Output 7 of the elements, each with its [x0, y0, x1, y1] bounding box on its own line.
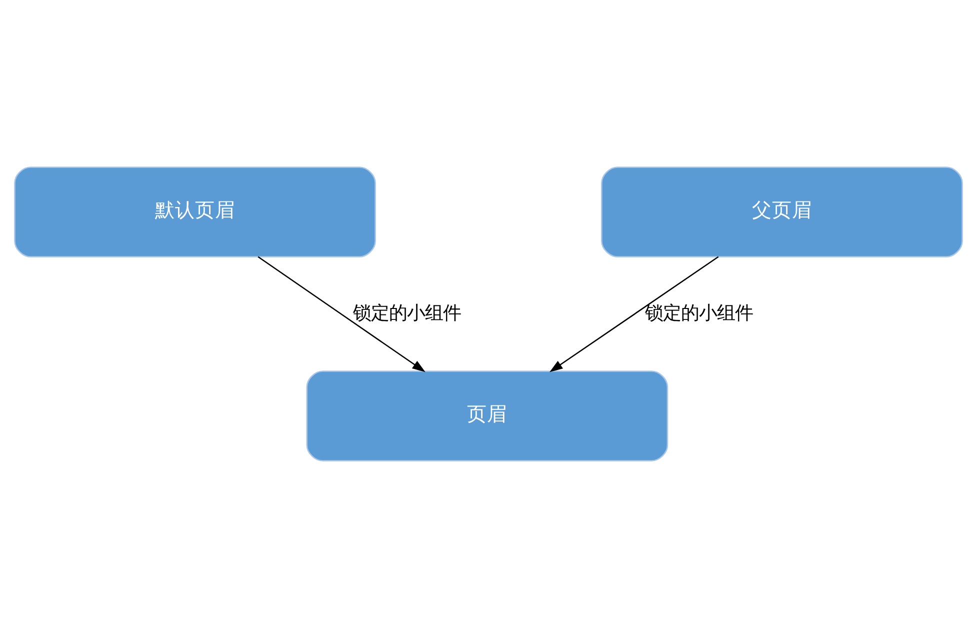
node-box: 父页眉: [601, 166, 963, 257]
edge-label: 锁定的小组件: [645, 302, 754, 324]
node-box: 页眉: [306, 370, 668, 461]
arrow: [258, 256, 426, 372]
arrow: [550, 256, 719, 372]
node-box: 默认页眉: [14, 166, 376, 257]
edge-label: 锁定的小组件: [352, 302, 461, 324]
